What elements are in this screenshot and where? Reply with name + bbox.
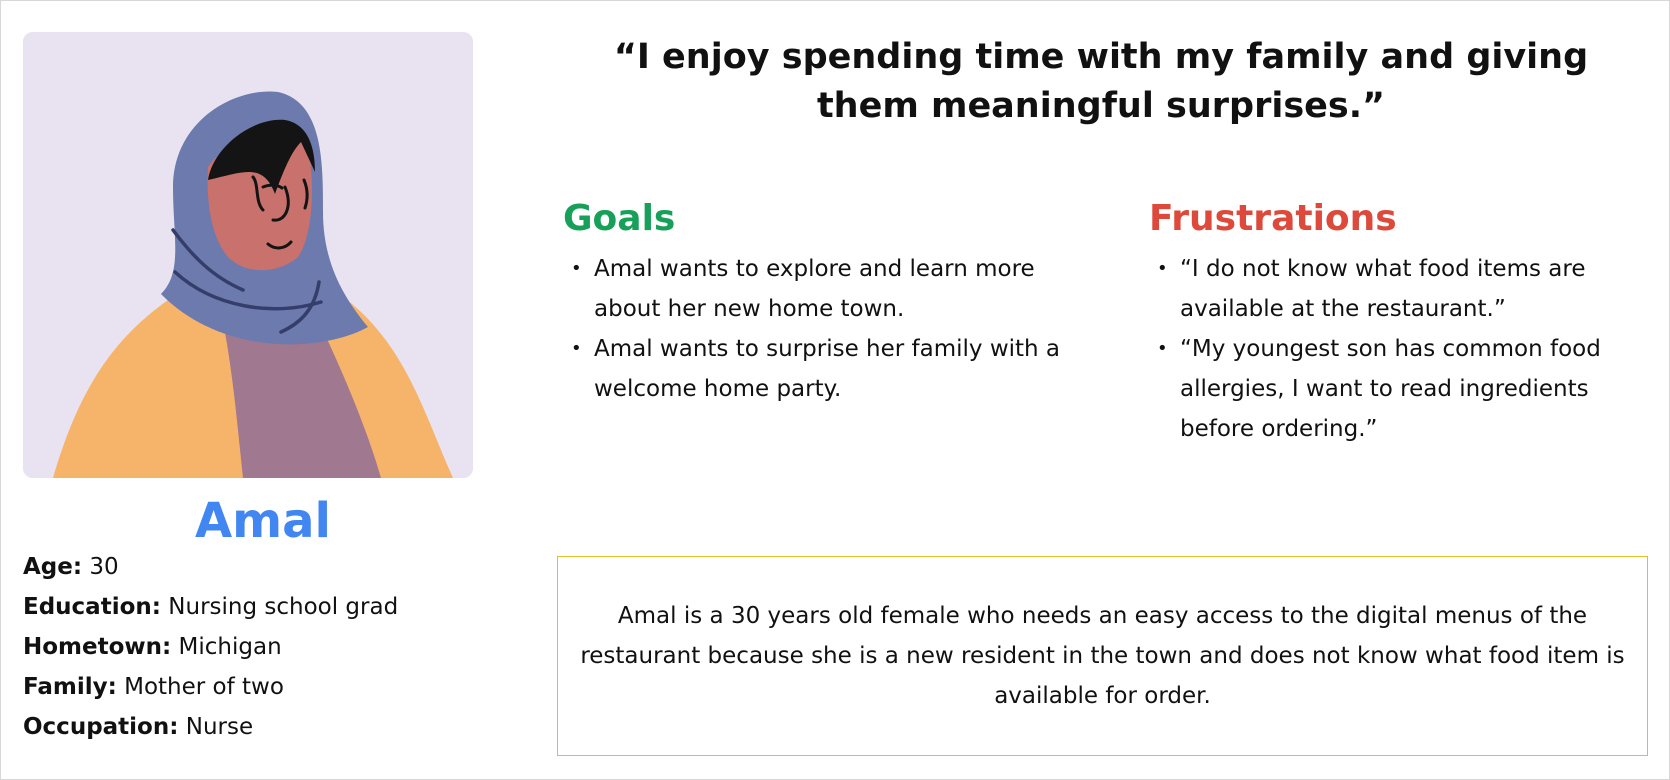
- fact-value: 30: [89, 554, 119, 580]
- fact-label: Hometown:: [23, 634, 172, 660]
- list-item: “My youngest son has common food allergi…: [1149, 329, 1619, 449]
- frustrations-list: “I do not know what food items are avail…: [1149, 249, 1619, 449]
- fact-family: Family: Mother of two: [23, 667, 398, 707]
- fact-value: Nurse: [185, 714, 254, 740]
- list-item: “I do not know what food items are avail…: [1149, 249, 1619, 329]
- fact-occupation: Occupation: Nurse: [23, 707, 398, 747]
- fact-label: Family:: [23, 674, 117, 700]
- frustrations-heading: Frustrations: [1149, 198, 1397, 239]
- persona-facts: Age: 30 Education: Nursing school grad H…: [23, 547, 398, 747]
- fact-education: Education: Nursing school grad: [23, 587, 398, 627]
- fact-label: Education:: [23, 594, 161, 620]
- woman-in-hijab-avatar-icon: [23, 32, 473, 478]
- fact-value: Nursing school grad: [168, 594, 399, 620]
- fact-value: Mother of two: [124, 674, 284, 700]
- scenario-box: Amal is a 30 years old female who needs …: [557, 556, 1648, 756]
- persona-name: Amal: [194, 493, 331, 549]
- list-item: Amal wants to explore and learn more abo…: [563, 249, 1063, 329]
- scenario-text: Amal is a 30 years old female who needs …: [580, 603, 1625, 709]
- fact-hometown: Hometown: Michigan: [23, 627, 398, 667]
- goals-list: Amal wants to explore and learn more abo…: [563, 249, 1063, 409]
- fact-age: Age: 30: [23, 547, 398, 587]
- fact-value: Michigan: [178, 634, 282, 660]
- list-item: Amal wants to surprise her family with a…: [563, 329, 1063, 409]
- fact-label: Age:: [23, 554, 83, 580]
- persona-quote: “I enjoy spending time with my family an…: [613, 37, 1589, 126]
- persona-avatar: [23, 32, 473, 478]
- fact-label: Occupation:: [23, 714, 179, 740]
- goals-heading: Goals: [563, 198, 676, 239]
